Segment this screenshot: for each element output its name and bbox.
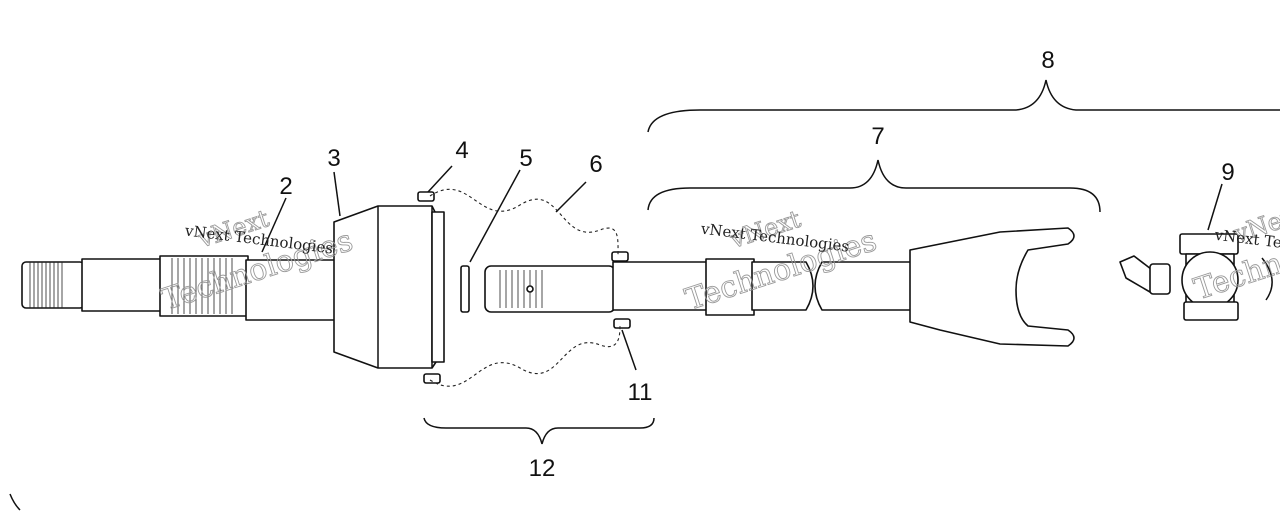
shaft-splines — [171, 258, 233, 314]
callout-11: 11 — [628, 379, 653, 406]
leader-lines — [9, 165, 1223, 511]
callout-3: 3 — [327, 145, 340, 172]
bracket-12 — [423, 417, 655, 445]
snap-ring — [460, 265, 470, 313]
slip-yoke-shaft — [484, 227, 1075, 347]
universal-joint-cross — [1179, 233, 1273, 321]
bracket-7 — [647, 159, 1101, 213]
bearing-cap-mid-bottom — [613, 318, 631, 329]
callout-5: 5 — [519, 145, 532, 172]
bearing-cap-mid-top — [611, 251, 629, 262]
cv-joint-housing — [333, 205, 445, 369]
callout-labels: 2 3 4 5 6 7 8 9 11 12 — [279, 47, 1234, 482]
shaft-threads — [29, 262, 63, 308]
callout-2: 2 — [279, 173, 292, 200]
bearing-cap-top — [417, 191, 435, 202]
bracket-8 — [647, 79, 1280, 133]
callout-8: 8 — [1041, 47, 1054, 74]
callout-9: 9 — [1221, 159, 1234, 186]
callout-12: 12 — [529, 455, 556, 482]
callout-4: 4 — [455, 137, 468, 164]
callout-7: 7 — [871, 123, 884, 150]
bearing-cap-bottom — [423, 373, 441, 384]
grease-fitting — [1119, 255, 1171, 295]
callout-6: 6 — [589, 151, 602, 178]
retaining-springs — [429, 188, 621, 387]
splined-input-shaft — [21, 255, 337, 321]
